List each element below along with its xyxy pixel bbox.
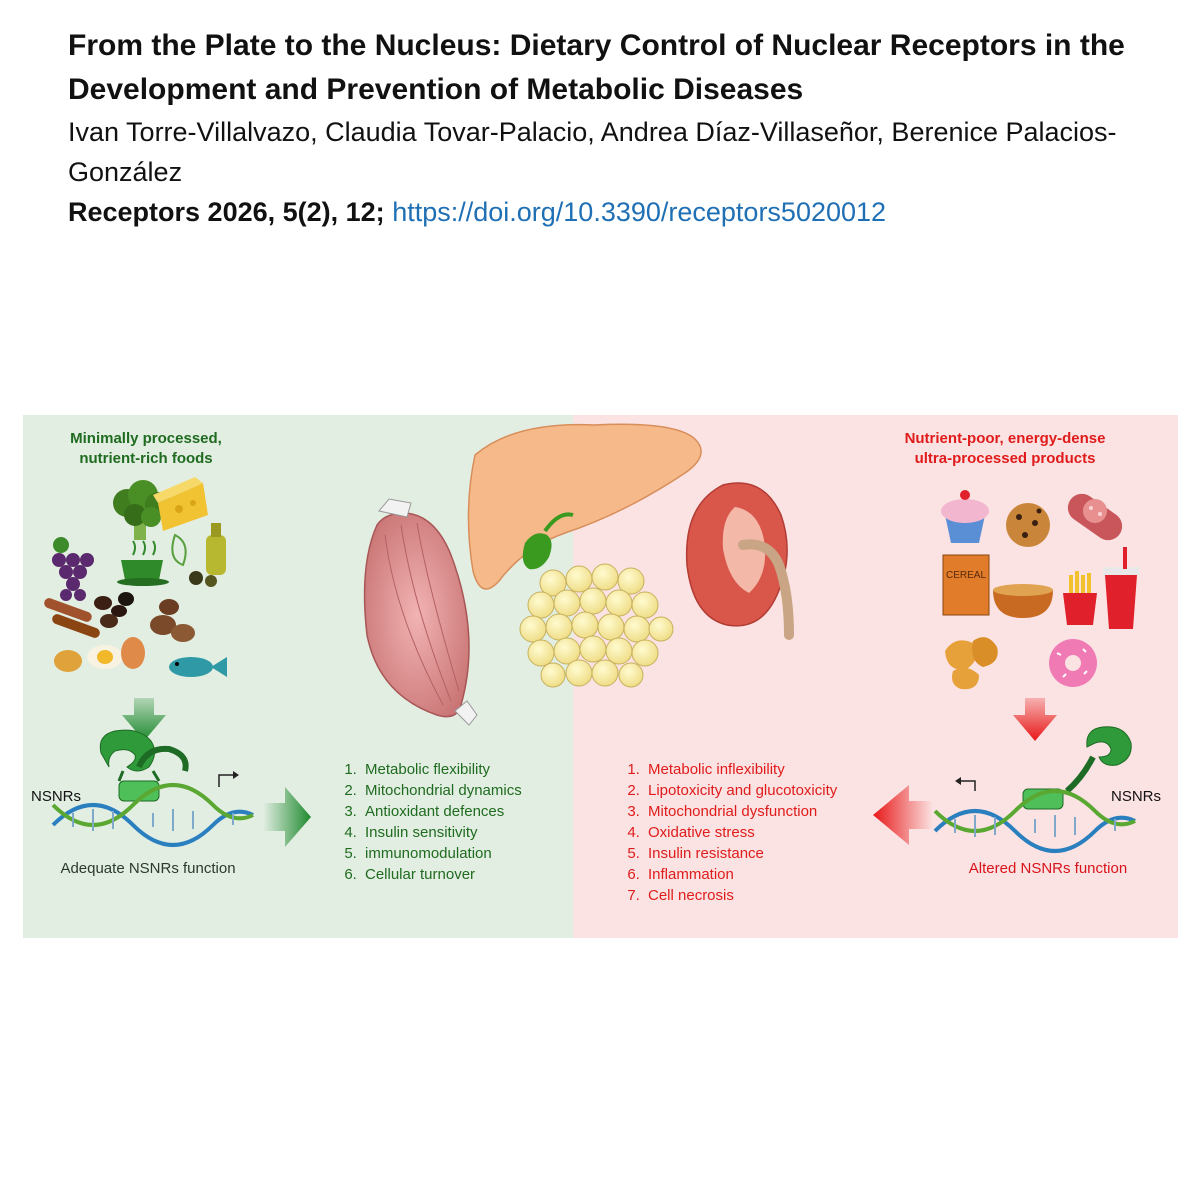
arrow-right-icon	[263, 787, 311, 847]
muscle-icon	[363, 498, 478, 726]
nsnrs-label-left: NSNRs	[31, 788, 82, 805]
arrow-down-icon	[122, 698, 166, 741]
effect-item: Cellular turnover	[361, 864, 522, 885]
effect-item: Insulin resistance	[644, 843, 837, 864]
kidney-icon	[685, 482, 794, 640]
effect-item: Insulin sensitivity	[361, 822, 522, 843]
effect-item: Inflammation	[644, 864, 837, 885]
ultra-processed-heading: Nutrient-poor, energy-dense ultra-proces…	[904, 430, 1106, 467]
effect-item: Cell necrosis	[644, 885, 837, 906]
arrow-down-icon	[1013, 698, 1057, 741]
journal-reference: Receptors 2026, 5(2), 12;	[68, 197, 385, 227]
cheese-icon	[153, 477, 208, 531]
adipocytes-icon	[519, 563, 674, 688]
olive-oil-icon	[189, 523, 226, 587]
paper-title: From the Plate to the Nucleus: Dietary C…	[68, 29, 1125, 106]
effect-item: Antioxidant defences	[361, 801, 522, 822]
dna-icon	[933, 777, 1136, 853]
cookie-icon	[1006, 503, 1050, 547]
cereal-label: CEREAL	[946, 570, 986, 581]
effect-item: Metabolic inflexibility	[644, 759, 837, 780]
receptor-icon	[1022, 726, 1132, 810]
grapes-icon	[52, 537, 94, 601]
fish-icon	[169, 657, 227, 677]
receptor-icon	[99, 729, 189, 802]
cinnamon-icon	[44, 598, 100, 638]
fries-icon	[1063, 571, 1097, 625]
effect-item: immunomodulation	[361, 843, 522, 864]
tea-cup-icon	[117, 533, 187, 586]
gallbladder-icon	[522, 512, 574, 570]
cupcake-icon	[941, 490, 989, 543]
cereal-box-icon: CEREAL	[942, 554, 1053, 618]
beneficial-effects-list: Metabolic flexibility Mitochondrial dyna…	[333, 759, 522, 885]
effect-item: Mitochondrial dysfunction	[644, 801, 837, 822]
graphical-abstract: CEREAL	[23, 415, 1178, 938]
liver-icon	[467, 423, 702, 590]
effect-item: Mitochondrial dynamics	[361, 780, 522, 801]
effect-item: Metabolic flexibility	[361, 759, 522, 780]
beans-icon	[94, 592, 134, 628]
soda-icon	[1103, 547, 1139, 629]
paper-citation: Receptors 2026, 5(2), 12; https://doi.or…	[68, 192, 1168, 232]
effect-item: Oxidative stress	[644, 822, 837, 843]
donut-icon	[1049, 639, 1097, 687]
figure-artwork: CEREAL	[44, 423, 1139, 853]
effect-item: Lipotoxicity and glucotoxicity	[644, 780, 837, 801]
arrow-left-icon	[873, 785, 933, 845]
sausage-icon	[1067, 493, 1123, 541]
altered-function-caption: Altered NSNRs function	[968, 860, 1128, 877]
harmful-effects-list: Metabolic inflexibility Lipotoxicity and…	[616, 759, 837, 906]
nsnrs-label-right: NSNRs	[1111, 788, 1162, 805]
paper-authors: Ivan Torre-Villalvazo, Claudia Tovar-Pal…	[68, 117, 1117, 187]
healthy-foods-heading: Minimally processed, nutrient-rich foods	[70, 430, 222, 467]
nuggets-icon	[945, 637, 998, 690]
nuts-icon	[150, 599, 195, 642]
dna-icon	[51, 771, 254, 847]
paper-header: From the Plate to the Nucleus: Dietary C…	[68, 24, 1168, 232]
doi-link[interactable]: https://doi.org/10.3390/receptors5020012	[392, 197, 887, 227]
egg-icon	[54, 637, 145, 672]
adequate-function-caption: Adequate NSNRs function	[60, 860, 236, 877]
